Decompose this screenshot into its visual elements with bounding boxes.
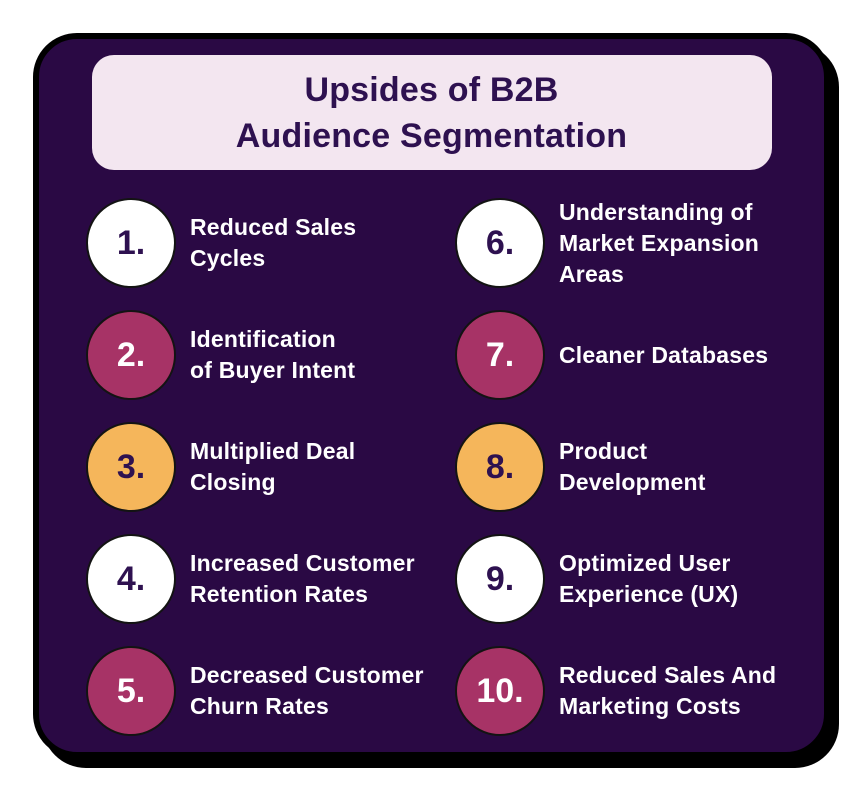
item-number-badge: 2. [86,310,176,400]
item-label: Reduced Sales Cycles [190,214,357,271]
list-item: 7. Cleaner Databases [455,310,824,400]
items-grid: 1. Reduced Sales Cycles 2. Identificatio… [39,170,824,736]
list-item: 6. Understanding of Market Expansion Are… [455,198,824,288]
list-item: 1. Reduced Sales Cycles [86,198,455,288]
item-number-badge: 9. [455,534,545,624]
item-number-badge: 4. [86,534,176,624]
page-title-line2: Audience Segmentation [235,116,628,155]
item-number-badge: 5. [86,646,176,736]
item-number-badge: 1. [86,198,176,288]
page-title-line1: Upsides of B2B [304,70,559,109]
list-item: 3. Multiplied Deal Closing [86,422,455,512]
item-number: 3. [116,447,146,486]
item-label: Multiplied Deal Closing [190,438,356,495]
item-label: Optimized User Experience (UX) [559,550,739,607]
item-number-badge: 8. [455,422,545,512]
list-item: 4. Increased Customer Retention Rates [86,534,455,624]
item-number: 8. [485,447,515,486]
item-number: 4. [116,559,146,598]
item-number: 1. [116,223,146,262]
item-number-badge: 10. [455,646,545,736]
item-label: Increased Customer Retention Rates [190,550,415,607]
item-number-badge: 7. [455,310,545,400]
list-item: 2. Identification of Buyer Intent [86,310,455,400]
item-label: Reduced Sales And Marketing Costs [559,662,777,719]
title-banner: Upsides of B2B Audience Segmentation [91,55,772,170]
left-column: 1. Reduced Sales Cycles 2. Identificatio… [86,198,455,736]
infographic-board: Upsides of B2B Audience Segmentation 1. … [33,33,830,758]
item-number-badge: 3. [86,422,176,512]
item-number: 10. [476,671,524,710]
item-number: 7. [485,335,515,374]
item-label: Product Development [559,438,706,495]
item-label: Cleaner Databases [559,341,769,368]
list-item: 8. Product Development [455,422,824,512]
item-label: Identification of Buyer Intent [190,326,356,383]
item-number: 5. [116,671,146,710]
list-item: 10. Reduced Sales And Marketing Costs [455,646,824,736]
list-item: 5. Decreased Customer Churn Rates [86,646,455,736]
item-label: Understanding of Market Expansion Areas [559,198,760,287]
item-number: 2. [116,335,146,374]
list-item: 9. Optimized User Experience (UX) [455,534,824,624]
item-label: Decreased Customer Churn Rates [190,662,424,719]
item-number-badge: 6. [455,198,545,288]
item-number: 9. [485,559,515,598]
right-column: 6. Understanding of Market Expansion Are… [455,198,824,736]
item-number: 6. [485,223,515,262]
